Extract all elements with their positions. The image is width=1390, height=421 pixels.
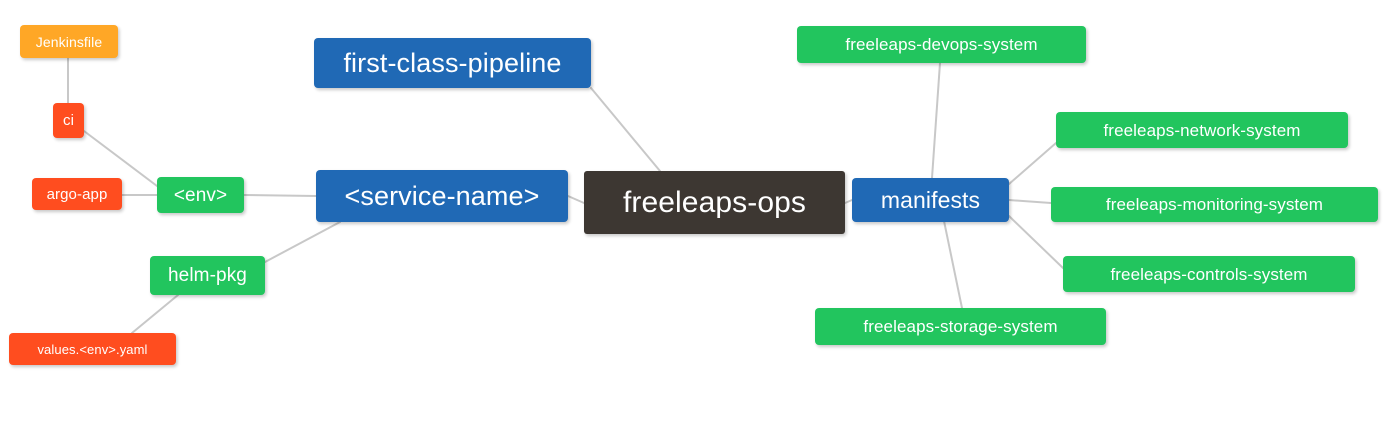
mindmap-node-helm-pkg[interactable]: helm-pkg: [150, 256, 265, 295]
mindmap-node-freeleaps-controls-system[interactable]: freeleaps-controls-system: [1063, 256, 1355, 292]
mindmap-node-freeleaps-storage-system[interactable]: freeleaps-storage-system: [815, 308, 1106, 345]
mindmap-node-freeleaps-devops-system[interactable]: freeleaps-devops-system: [797, 26, 1086, 63]
edge-freeleaps-ops-to-service-name: [567, 195, 585, 204]
edge-manifests-to-freeleaps-monitoring-system: [1008, 199, 1052, 204]
edge-manifests-to-freeleaps-devops-system: [931, 62, 941, 179]
mindmap-node-env[interactable]: <env>: [157, 177, 244, 213]
edge-manifests-to-freeleaps-storage-system: [943, 220, 963, 309]
mindmap-node-freeleaps-network-system[interactable]: freeleaps-network-system: [1056, 112, 1348, 148]
edge-helm-pkg-to-values-env-yaml: [131, 294, 179, 334]
mindmap-node-service-name[interactable]: <service-name>: [316, 170, 568, 222]
mindmap-node-jenkinsfile[interactable]: Jenkinsfile: [20, 25, 118, 58]
edge-service-name-to-env: [243, 194, 317, 197]
edge-service-name-to-helm-pkg: [264, 221, 341, 263]
mindmap-node-argo-app[interactable]: argo-app: [32, 178, 122, 210]
edge-manifests-to-freeleaps-network-system: [1008, 142, 1057, 185]
edge-freeleaps-ops-to-first-class-pipeline: [590, 87, 661, 172]
mindmap-node-first-class-pipeline[interactable]: first-class-pipeline: [314, 38, 591, 88]
mindmap-node-freeleaps-ops[interactable]: freeleaps-ops: [584, 171, 845, 234]
mindmap-node-values-env-yaml[interactable]: values.<env>.yaml: [9, 333, 176, 365]
mindmap-node-freeleaps-monitoring-system[interactable]: freeleaps-monitoring-system: [1051, 187, 1378, 222]
edge-freeleaps-ops-to-manifests: [844, 199, 853, 204]
mindmap-node-ci[interactable]: ci: [53, 103, 84, 138]
mindmap-node-manifests[interactable]: manifests: [852, 178, 1009, 222]
edge-manifests-to-freeleaps-controls-system: [1008, 215, 1064, 269]
